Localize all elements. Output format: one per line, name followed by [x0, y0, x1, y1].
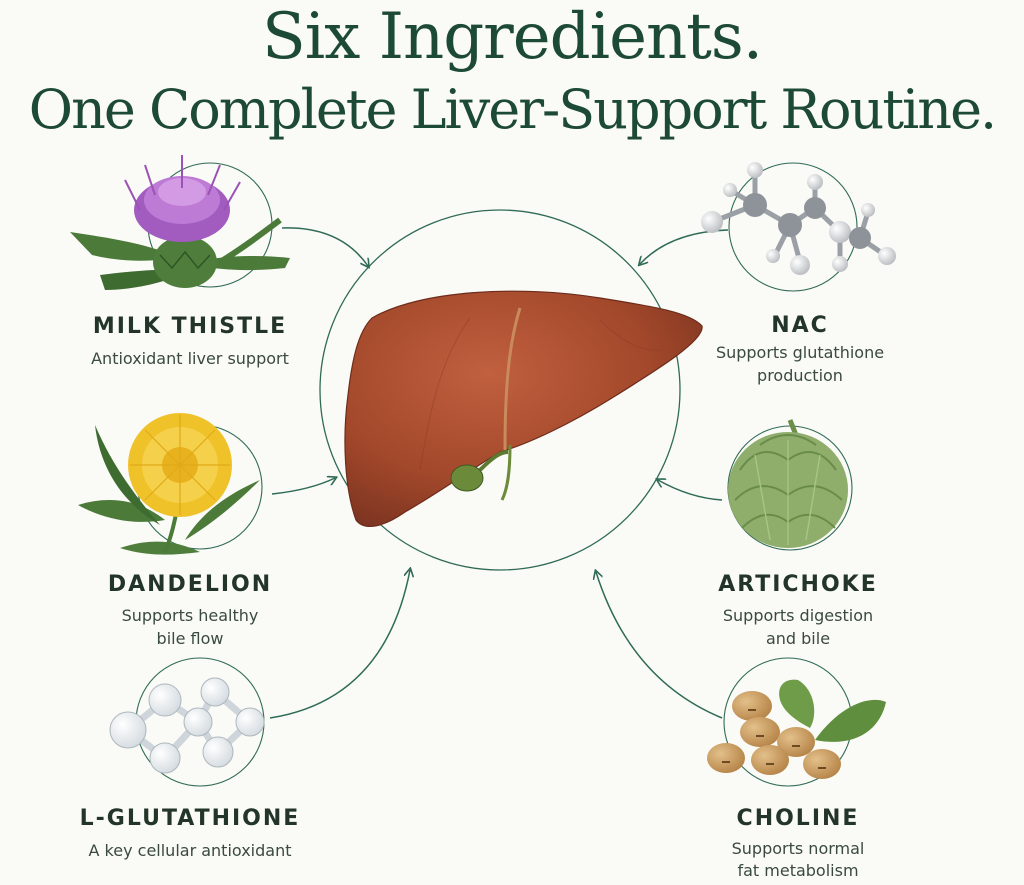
ingredient-name-l-glutathione: L-GLUTATHIONE — [79, 806, 301, 831]
ingredient-desc-choline-2: fat metabolism — [737, 861, 859, 880]
nac-molecule-icon — [701, 162, 896, 275]
glutathione-molecule-icon — [109, 677, 265, 774]
ingredient-name-choline: CHOLINE — [736, 806, 860, 831]
arrow-nac — [640, 229, 729, 264]
dandelion-icon — [78, 413, 260, 555]
ingredient-desc-nac-2: production — [757, 366, 843, 385]
ingredient-desc-choline-1: Supports normal — [731, 839, 865, 858]
ingredient-name-nac: NAC — [771, 313, 829, 338]
arrow-dandelion — [271, 478, 335, 495]
arrow-milk-thistle — [281, 227, 368, 266]
arrow-artichoke — [658, 480, 723, 501]
liver-icon — [344, 290, 703, 528]
ingredient-desc-nac-1: Supports glutathione — [715, 343, 885, 362]
arrow-choline — [596, 572, 723, 719]
arrow-glutathione — [269, 570, 410, 719]
headline-line-1: Six Ingredients. — [261, 0, 763, 74]
ingredient-desc-dandelion-2: bile flow — [156, 629, 224, 648]
ingredient-desc-l-glutathione: A key cellular antioxidant — [88, 841, 292, 860]
ring-nac — [728, 162, 858, 292]
ingredient-name-milk-thistle: MILK THISTLE — [92, 314, 288, 339]
ingredient-desc-artichoke-1: Supports digestion — [722, 606, 874, 625]
ingredient-desc-artichoke-2: and bile — [765, 629, 831, 648]
ingredient-desc-dandelion-1: Supports healthy — [121, 606, 259, 625]
artichoke-icon — [728, 419, 848, 548]
center-ring — [319, 209, 681, 571]
milk-thistle-icon — [70, 155, 290, 290]
headline-line-2: One Complete Liver-Support Routine. — [28, 78, 997, 141]
ingredient-name-dandelion: DANDELION — [107, 572, 273, 597]
ingredient-desc-milk-thistle: Antioxidant liver support — [91, 349, 289, 368]
soybean-icon — [707, 679, 886, 779]
ingredient-name-artichoke: ARTICHOKE — [718, 572, 878, 597]
